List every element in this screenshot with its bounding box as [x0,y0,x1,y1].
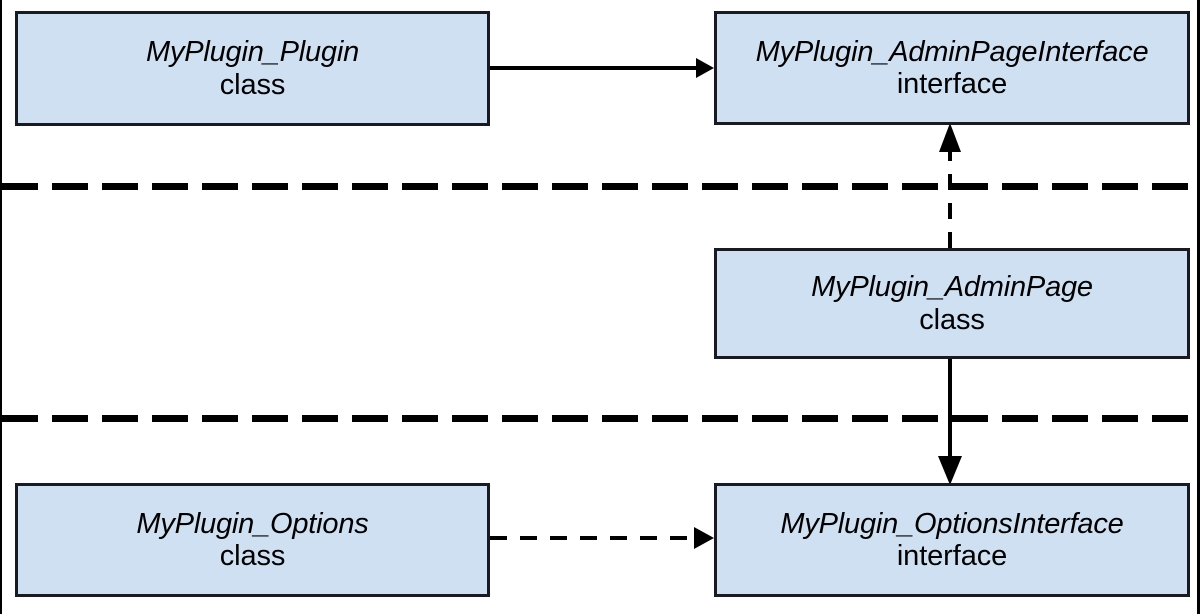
entity-kind: class [919,303,985,336]
entity-name: MyPlugin_Plugin [145,36,359,69]
entity-name: MyPlugin_AdminPageInterface [755,35,1149,68]
entity-kind: interface [896,540,1008,572]
entity-kind: class [219,68,286,101]
uml-box-myplugin-options[interactable]: MyPlugin_Options class [15,483,490,597]
connector-adminpage-to-adminpageinterface [939,123,961,248]
uml-box-myplugin-adminpage[interactable]: MyPlugin_AdminPage class [714,248,1190,359]
layer-separator-top [2,183,1197,190]
connector-options-to-optionsinterface [490,527,714,549]
layer-separator-bottom [2,415,1197,422]
connector-plugin-to-adminpageinterface [490,58,714,78]
uml-box-myplugin-plugin[interactable]: MyPlugin_Plugin class [15,11,490,126]
connector-adminpage-to-optionsinterface [938,359,962,485]
entity-name: MyPlugin_Options [136,507,369,540]
uml-box-myplugin-adminpageinterface[interactable]: MyPlugin_AdminPageInterface interface [714,11,1190,125]
entity-kind: interface [896,68,1008,100]
entity-kind: class [219,540,286,572]
entity-name: MyPlugin_OptionsInterface [780,507,1124,540]
uml-box-myplugin-optionsinterface[interactable]: MyPlugin_OptionsInterface interface [714,483,1190,597]
entity-name: MyPlugin_AdminPage [811,271,1093,304]
